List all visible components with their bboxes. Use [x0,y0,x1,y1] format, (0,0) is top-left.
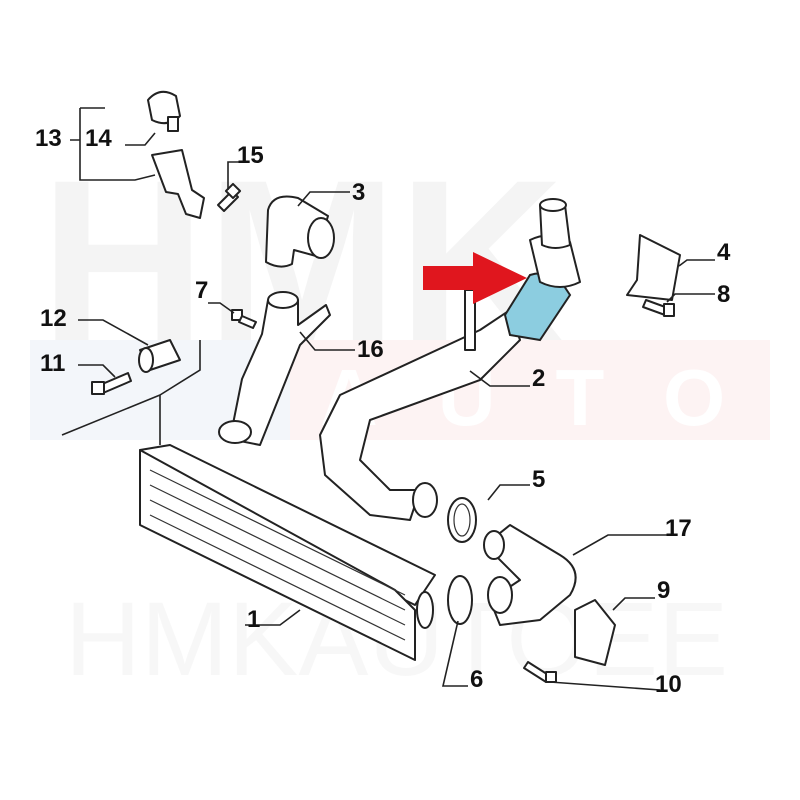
highlight-arrow [423,252,527,304]
part-5-clamp [447,497,477,543]
part-15-bolt [217,182,242,212]
label-2: 2 [532,365,545,392]
leader-lines [61,107,715,691]
part-4-bracket [626,234,681,301]
label-4: 4 [717,239,731,266]
part-12-sleeve [138,339,181,373]
label-7: 7 [195,277,208,304]
part-1-intercooler [139,444,436,661]
label-10: 10 [655,671,682,698]
label-5: 5 [532,466,545,493]
part-17-hose [483,524,577,626]
label-17: 17 [665,515,692,542]
part-16-pipe [218,291,331,446]
part-2-pipe [319,198,581,521]
part-10-bolt [523,661,557,683]
label-14: 14 [85,125,112,152]
label-3: 3 [352,179,365,206]
part-6-clamp [447,575,473,625]
label-8: 8 [717,281,730,308]
label-16: 16 [357,336,384,363]
part-3-elbow [265,195,335,268]
label-13: 13 [35,125,62,152]
part-8-bolt [642,299,675,317]
part-7-bolt [231,309,257,329]
label-11: 11 [40,350,65,377]
label-9: 9 [657,577,670,604]
part-9-cover [574,599,616,666]
part-13-bracket [151,149,205,219]
label-6: 6 [470,666,483,693]
label-1: 1 [247,606,260,633]
part-14-clamp [147,90,181,132]
label-15: 15 [237,142,264,169]
part-11-bolt [91,372,132,395]
label-12: 12 [40,305,67,332]
